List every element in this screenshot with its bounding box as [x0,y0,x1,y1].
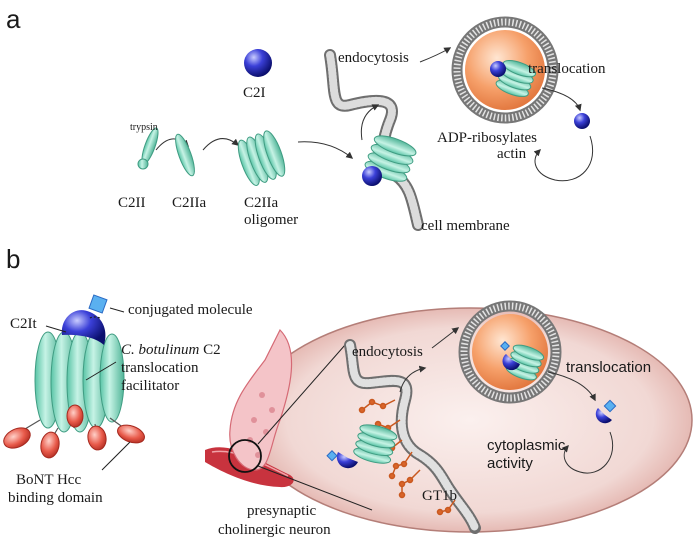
endocytosis-arrow-a [360,104,380,141]
release-arrow-b [547,371,596,402]
vesicle-oligomer-a [495,60,537,97]
membrane-oligomer-b [353,424,398,464]
translocation-label-a: translocation [528,61,606,77]
trypsin-label: trypsin [130,122,158,133]
activity-label: activity [487,455,533,472]
c2iia-monomer [175,133,195,177]
c2i-label: C2I [243,85,266,101]
actin-label: actin [497,146,527,162]
membrane-oligomer-a [364,135,417,182]
cbot-label: C. botulinum C2 [121,342,221,358]
facilitator-leader [85,361,117,381]
c2i-bound-a [362,166,382,186]
facilitator-label-1: translocation [121,360,199,376]
bont-label-2: binding domain [8,490,103,506]
bont-label-1: BoNT Hcc [16,472,81,488]
activity-cycle-a [533,135,594,182]
c2ii-monomer [137,127,159,170]
c2it-in-vesicle-b [502,354,520,371]
binding-arrow [297,141,354,159]
bont-hcc-domains [3,404,145,459]
c2it-released-b [595,408,612,424]
release-arrow-a [541,87,582,112]
endocytosis-label-a: endocytosis [338,50,409,66]
activity-cycle-b [561,431,614,474]
bont-leader [101,441,131,471]
c2iia-oligomer-label-1: C2IIa [244,195,278,211]
panel-a-letter: a [6,4,21,34]
c2i-enzyme [244,49,272,77]
adp-ribosylates-label: ADP-ribosylates [437,130,537,146]
translocation-label-b: translocation [566,359,651,376]
neuron-label-1: presynaptic [247,503,316,519]
c2iia-oligomer [237,130,286,186]
conjugated-molecule-icon [88,294,108,314]
to-vesicle-arrow-b [431,327,460,349]
c2it-bound-b [336,452,358,469]
conjugated-leader [109,307,125,313]
endosome-vesicle-b [458,300,562,404]
conjugated-molecule-label: conjugated molecule [128,302,253,318]
c2it-domain [61,310,106,345]
neuron-label-2: cholinergic neuron [218,522,331,538]
to-vesicle-arrow-a [419,47,452,63]
c2it-linker [89,316,101,319]
oligomerize-arrow [202,138,240,151]
facilitator-label-2: facilitator [121,378,179,394]
cargo-in-vesicle-b [500,341,510,351]
cytoplasmic-label: cytoplasmic [487,437,566,454]
gt1b-label: GT1b [422,488,457,504]
c2i-in-vesicle-a [490,61,506,77]
c2iia-label: C2IIa [172,195,206,211]
presynaptic-neuron [205,328,294,488]
c2ii-label: C2II [118,195,146,211]
c2it-leader [45,325,67,333]
c2it-label: C2It [10,316,38,332]
cargo-released-b [603,399,617,413]
zoom-line-bottom [257,465,373,511]
c2i-released-a [574,113,590,129]
cargo-bound-b [326,450,338,462]
zoom-line-top [257,344,346,445]
cell-membrane-label: cell membrane [421,218,510,234]
panel-b-letter: b [6,244,20,274]
endocytosis-arrow-b [399,365,427,393]
endocytosis-label-b: endocytosis [352,344,423,360]
c2iia-oligomer-label-2: oligomer [244,212,298,228]
